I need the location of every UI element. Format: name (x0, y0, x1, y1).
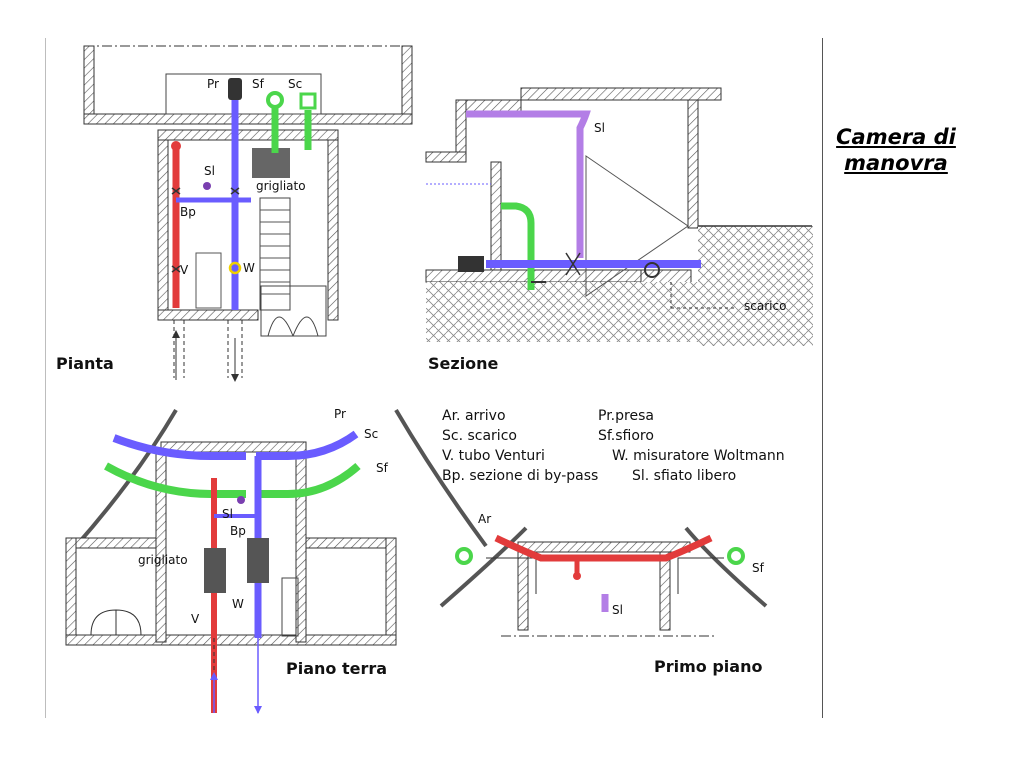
legend-sc: Sc. scarico (442, 428, 517, 444)
technical-drawing: Pr Sf Sc Sl Bp V W grigliato Pianta (56, 45, 813, 714)
ground-label-grid: grigliato (138, 553, 188, 567)
first-floor-caption: Primo piano (654, 657, 762, 676)
drawing-panel: Pr Sf Sc Sl Bp V W grigliato Pianta (45, 38, 823, 718)
slide-title: Camera di manovra (836, 125, 956, 175)
ground-label-v: V (191, 612, 200, 626)
ground-label-pr: Pr (334, 407, 346, 421)
legend-pr: Pr.presa (598, 408, 654, 424)
first-label-sf: Sf (752, 561, 765, 575)
ground-label-sc: Sc (364, 427, 378, 441)
section-label-sl: Sl (594, 121, 605, 135)
legend-sf: Sf.sfioro (598, 428, 654, 444)
plan-label-sf: Sf (252, 77, 265, 91)
legend-ar: Ar. arrivo (442, 408, 506, 424)
ground-label-sf: Sf (376, 461, 389, 475)
legend: Ar. arrivo Pr.presa Sc. scarico Sf.sfior… (442, 408, 785, 484)
ground-label-w: W (232, 597, 244, 611)
first-label-sl: Sl (612, 603, 623, 617)
section-label-drain: scarico (744, 299, 786, 313)
plan-label-w: W (243, 261, 255, 275)
first-label-ar: Ar (478, 512, 491, 526)
plan-label-v: V (180, 263, 189, 277)
plan-label-pr: Pr (207, 77, 219, 91)
section-view: Sl scarico Sezione (425, 87, 813, 373)
plan-label-sl: Sl (204, 164, 215, 178)
ground-label-bp: Bp (230, 524, 246, 538)
section-caption: Sezione (428, 354, 499, 373)
first-floor-view: Ar Sf Sl Primo piano (439, 512, 768, 676)
plan-caption: Pianta (56, 354, 114, 373)
ground-floor-caption: Piano terra (286, 659, 387, 678)
plan-view: Pr Sf Sc Sl Bp V W grigliato Pianta (56, 45, 413, 382)
ground-label-sl: Sl (222, 507, 233, 521)
plan-label-grid: grigliato (256, 179, 306, 193)
ground-floor-view: Pr Sc Sf Sl Bp grigliato W V Piano terra (65, 407, 488, 714)
legend-sl: Sl. sfiato libero (632, 468, 736, 484)
legend-v: V. tubo Venturi (442, 448, 545, 464)
legend-w: W. misuratore Woltmann (612, 448, 785, 464)
legend-bp: Bp. sezione di by-pass (442, 468, 598, 484)
plan-label-sc: Sc (288, 77, 302, 91)
plan-label-bp: Bp (180, 205, 196, 219)
